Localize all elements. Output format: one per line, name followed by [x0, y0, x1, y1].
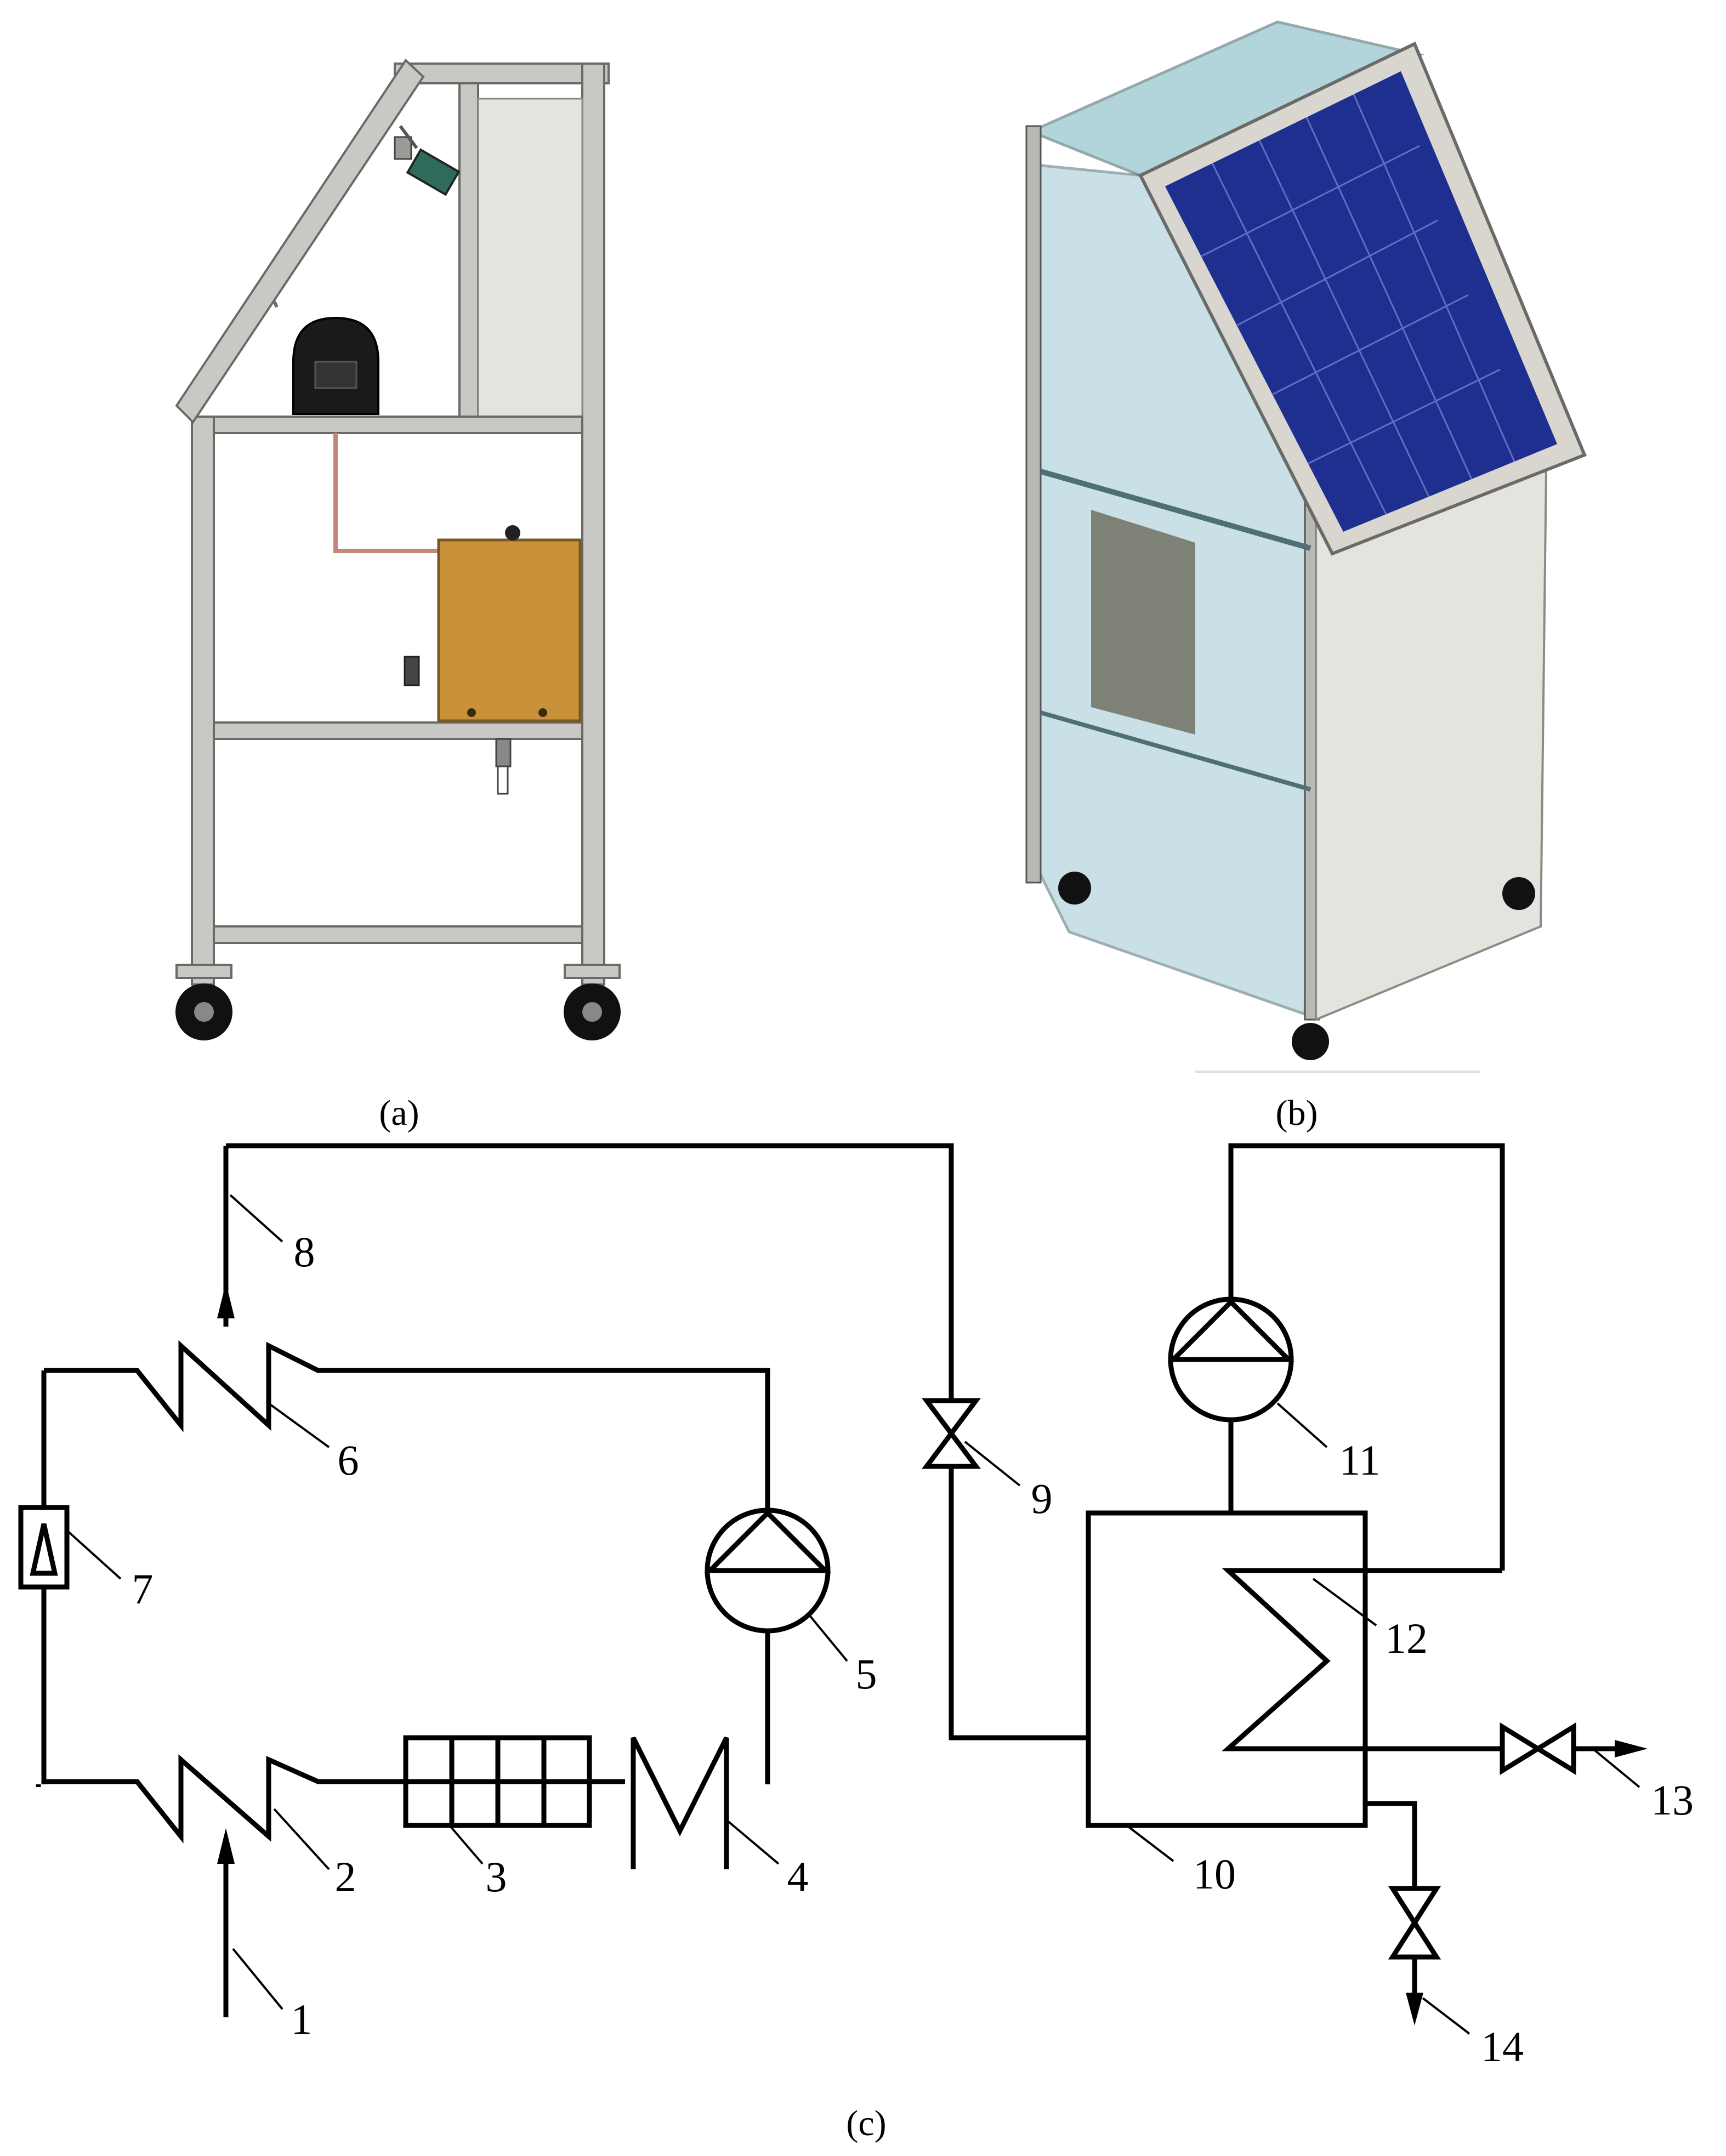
coil-12 [1222, 1568, 1502, 1751]
battery-3 [403, 1735, 592, 1828]
caption-c: (c) [846, 2103, 886, 2143]
label-5: 5 [856, 1650, 877, 1698]
outlet-valve-13 [1365, 1722, 1648, 1776]
label-9: 9 [1031, 1475, 1053, 1522]
caption-b: (b) [1276, 1093, 1318, 1133]
exhaust-arrow-8 [217, 1143, 954, 1401]
isometric-render [1025, 20, 1587, 1073]
label-4: 4 [787, 1853, 809, 1901]
tank-10 [1086, 1510, 1368, 1828]
heat-exchanger-2 [36, 1754, 625, 1844]
inlet-arrow-1 [217, 1828, 235, 2017]
caption-a: (a) [379, 1093, 419, 1133]
drain-valve-14 [1365, 1801, 1441, 2026]
caster-left-icon [175, 964, 232, 1040]
valve-9 [922, 1398, 1088, 1740]
side-view-render [175, 58, 621, 1040]
solar-panel-icon [1165, 71, 1557, 532]
label-11: 11 [1339, 1436, 1380, 1484]
pump-5 [704, 1508, 831, 1784]
label-2: 2 [335, 1853, 356, 1901]
label-14: 14 [1481, 2023, 1524, 2070]
label-3: 3 [486, 1853, 507, 1901]
label-13: 13 [1651, 1776, 1694, 1824]
pump-11 [1167, 1143, 1505, 1571]
dome-icon [292, 316, 379, 415]
label-10: 10 [1193, 1850, 1236, 1898]
heat-exchanger-6 [44, 1340, 770, 1510]
caster-right-icon [564, 964, 621, 1040]
label-12: 12 [1385, 1614, 1428, 1662]
label-6: 6 [338, 1436, 359, 1484]
tank-icon [437, 525, 582, 723]
label-7: 7 [132, 1565, 154, 1613]
component-7 [18, 1505, 70, 1590]
valve-4 [631, 1736, 729, 1869]
label-8: 8 [294, 1228, 315, 1276]
nozzle-icon [394, 125, 461, 196]
label-1: 1 [291, 1995, 313, 2043]
schematic-diagram: 1 2 3 4 5 6 7 8 9 10 11 12 13 14 [18, 1143, 1694, 2070]
